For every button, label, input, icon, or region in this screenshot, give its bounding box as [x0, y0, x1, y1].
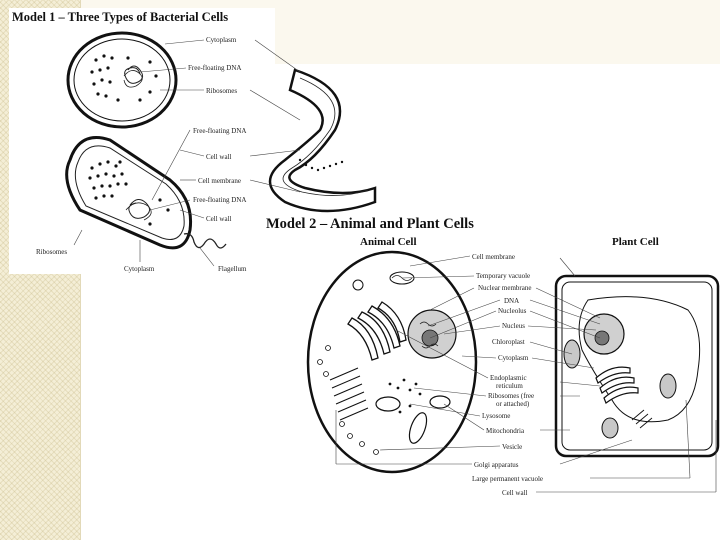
- label-cell-wall-2: Cell wall: [206, 215, 232, 223]
- label-er-line2: reticulum: [496, 382, 523, 390]
- label-ribosomes-bottom: Ribosomes: [36, 248, 67, 256]
- label-dna: DNA: [504, 297, 519, 305]
- label-nucleolus: Nucleolus: [498, 307, 527, 315]
- plant-cell-heading: Plant Cell: [612, 236, 659, 248]
- label-er-line1: Endoplasmic: [490, 374, 527, 382]
- label-ribosomes-line2: or attached): [496, 400, 530, 408]
- label-mitochondria: Mitochondria: [486, 427, 525, 435]
- label-ribosomes-top: Ribosomes: [206, 87, 237, 95]
- label-cytoplasm-top: Cytoplasm: [206, 36, 237, 44]
- label-free-dna-2: Free-floating DNA: [193, 127, 246, 135]
- label-cell-membrane: Cell membrane: [472, 253, 515, 261]
- model2-title: Model 2 – Animal and Plant Cells: [266, 216, 474, 232]
- label-flagellum: Flagellum: [218, 265, 247, 273]
- label-nuclear-membrane: Nuclear membrane: [478, 284, 531, 292]
- animal-cell: [306, 250, 478, 474]
- label-golgi: Golgi apparatus: [474, 461, 519, 469]
- animal-cell-heading: Animal Cell: [360, 236, 417, 248]
- label-cell-wall: Cell wall: [502, 489, 528, 497]
- label-free-dna-3: Free-floating DNA: [193, 196, 246, 204]
- label-nucleus: Nucleus: [502, 322, 525, 330]
- label-cytoplasm-bottom: Cytoplasm: [124, 265, 155, 273]
- model1-title: Model 1 – Three Types of Bacterial Cells: [12, 10, 229, 24]
- round-bacterium: [66, 31, 178, 129]
- label-lysosome: Lysosome: [482, 412, 510, 420]
- label-large-vacuole: Large permanent vacuole: [472, 475, 543, 483]
- label-free-dna-1: Free-floating DNA: [188, 64, 241, 72]
- label-ribosomes-line1: Ribosomes (free: [488, 392, 534, 400]
- label-cell-membrane-m1: Cell membrane: [198, 177, 241, 185]
- model2-leader-lines: [335, 255, 717, 493]
- rod-bacterium: [65, 136, 227, 250]
- label-cell-wall-1: Cell wall: [206, 153, 232, 161]
- spiral-bacterium: [268, 68, 377, 213]
- label-vesicle: Vesicle: [502, 443, 522, 451]
- label-temporary-vacuole: Temporary vacuole: [476, 272, 530, 280]
- plant-cell: [554, 274, 720, 458]
- label-chloroplast: Chloroplast: [492, 338, 525, 346]
- model1-leader-lines: [73, 39, 301, 267]
- label-cytoplasm: Cytoplasm: [498, 354, 529, 362]
